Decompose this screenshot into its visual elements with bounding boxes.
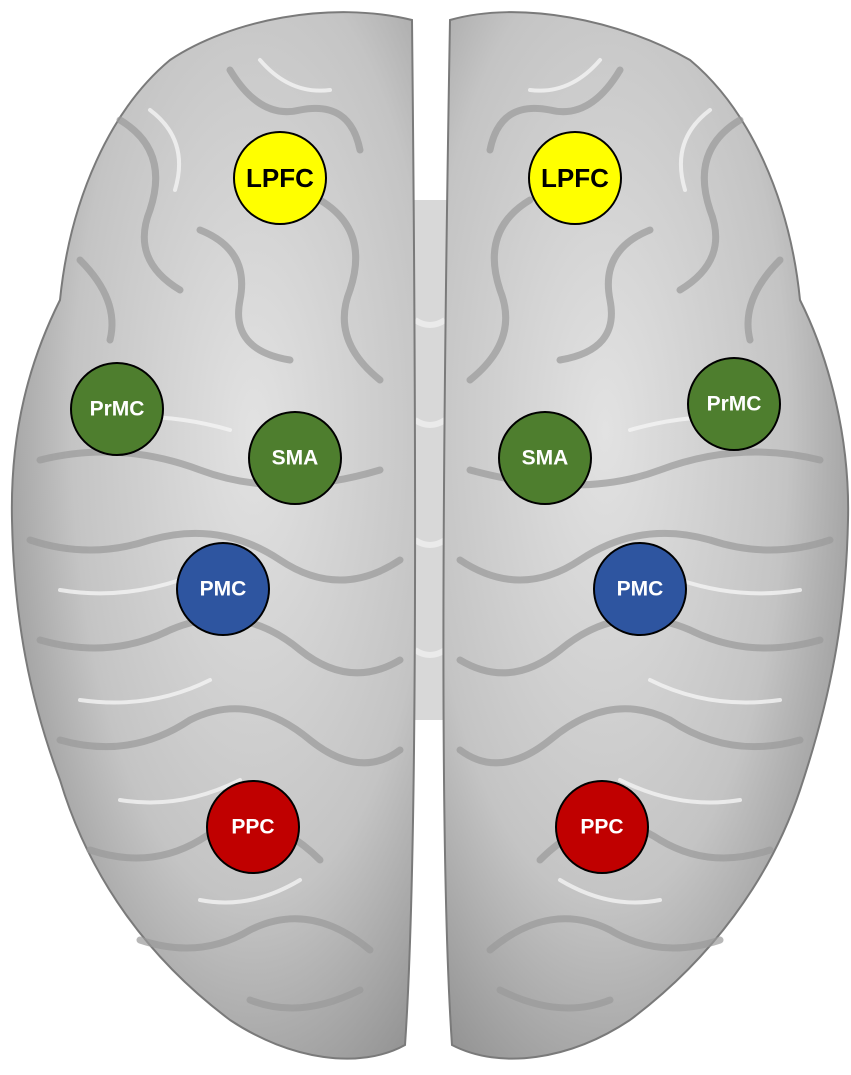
sma-right-label: SMA [522,447,569,470]
prmc-right-label: PrMC [707,393,762,416]
sma-left-marker: SMA [248,411,342,505]
ppc-right-circle [555,780,649,874]
pmc-left-marker: PMC [176,542,270,636]
ppc-left-marker: PPC [206,780,300,874]
pmc-left-label: PMC [200,578,247,601]
right-hemisphere [442,11,850,1060]
region-markers: LPFC LPFC PrMC PrMC SMA SMA [70,131,781,874]
prmc-right-circle [687,357,781,451]
lpfc-right-label: LPFC [541,163,609,193]
sma-left-circle [248,411,342,505]
prmc-left-circle [70,362,164,456]
prmc-right-marker: PrMC [687,357,781,451]
lpfc-right-marker: LPFC [528,131,622,225]
sma-right-circle [498,411,592,505]
lpfc-left-circle [233,131,327,225]
prmc-left-label: PrMC [90,398,145,421]
lpfc-left-marker: LPFC [233,131,327,225]
pmc-right-circle [593,542,687,636]
ppc-right-label: PPC [580,816,623,839]
pmc-right-label: PMC [617,578,664,601]
ppc-left-label: PPC [231,816,274,839]
sma-right-marker: SMA [498,411,592,505]
lpfc-right-circle [528,131,622,225]
sma-left-label: SMA [272,447,319,470]
pmc-right-marker: PMC [593,542,687,636]
pmc-left-circle [176,542,270,636]
left-hemisphere [10,11,417,1060]
ppc-right-marker: PPC [555,780,649,874]
ppc-left-circle [206,780,300,874]
prmc-left-marker: PrMC [70,362,164,456]
lpfc-left-label: LPFC [246,163,314,193]
